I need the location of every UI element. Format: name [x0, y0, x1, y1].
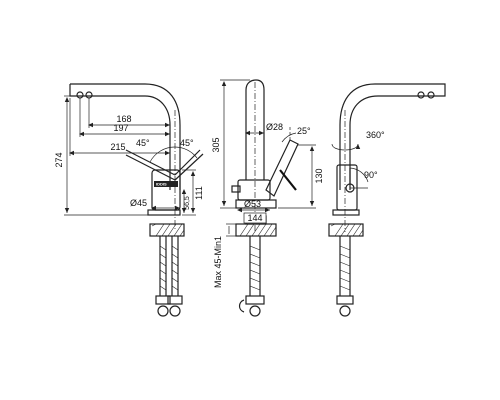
- side-dim-130: 130: [314, 168, 324, 183]
- front-view: IDDIS 274 168 197 215 45° 45°: [54, 83, 204, 317]
- front-dim-215: 215: [110, 142, 125, 152]
- side-spout-outline: [245, 79, 265, 180]
- front-hose-right: [171, 236, 179, 296]
- back-angle-360: 360°: [366, 130, 385, 140]
- side-dim-305: 305: [211, 137, 221, 152]
- side-dim-dia53: Ø53: [244, 199, 261, 209]
- back-view: 360° 90°: [328, 83, 446, 317]
- side-body: [237, 179, 271, 201]
- front-logo-plate: [154, 181, 178, 187]
- back-angle-90: 90°: [364, 170, 378, 180]
- front-mount-plate: [149, 223, 185, 237]
- front-dim-168: 168: [116, 114, 131, 124]
- front-hose-left: [159, 236, 167, 296]
- front-logo-text: IDDIS: [156, 182, 167, 187]
- front-dim-274: 274: [54, 152, 64, 167]
- front-handle-left: [125, 149, 176, 176]
- back-hose: [339, 236, 351, 296]
- side-hose: [249, 236, 261, 296]
- front-aerator-1: [76, 91, 84, 99]
- front-nut-right: [167, 295, 183, 305]
- front-handle-right: [174, 149, 201, 176]
- side-dim-144: 144: [247, 213, 262, 223]
- back-base: [332, 209, 360, 216]
- side-angle-25: 25°: [297, 126, 311, 136]
- front-angle-45-right: 45°: [180, 138, 194, 148]
- front-dim-56-5: 56,5: [184, 196, 191, 210]
- back-spout-outline: [339, 83, 446, 190]
- front-dim-dia45: Ø45: [130, 198, 147, 208]
- side-view: 305 Ø28 25° 130 Ø53 144 Max 45-Min1: [211, 79, 324, 317]
- front-dim-111: 111: [194, 186, 204, 200]
- side-dim-dia28: Ø28: [266, 122, 283, 132]
- side-handle: [265, 139, 299, 197]
- back-mount-plate: [328, 223, 364, 237]
- side-dim-144-box: [243, 212, 267, 224]
- side-dim-max-min: Max 45-Min1: [213, 236, 223, 288]
- front-aerator-2: [85, 91, 93, 99]
- back-rotation-arrow: [331, 143, 361, 151]
- front-dim-197: 197: [113, 123, 128, 133]
- front-angle-45-left: 45°: [136, 138, 150, 148]
- front-nut-left: [155, 295, 171, 305]
